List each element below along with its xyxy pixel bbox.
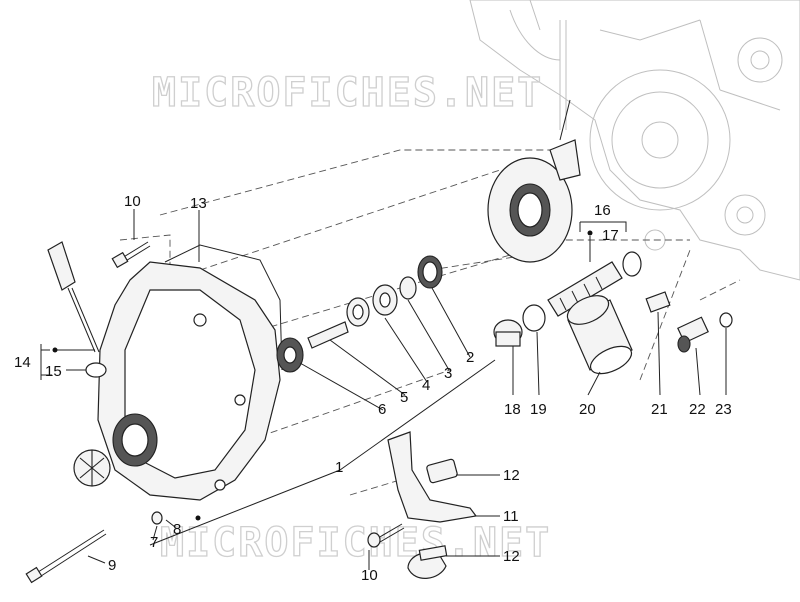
callout-5: 5 — [400, 389, 408, 406]
leader-lines — [66, 209, 727, 570]
callout-9: 9 — [108, 557, 116, 574]
callout-7: 7 — [150, 534, 158, 551]
callout-22: 22 — [689, 401, 706, 418]
callout-17: 17 — [602, 227, 619, 244]
water-pump-shaft-group — [276, 255, 443, 373]
bracket-11 — [387, 431, 478, 523]
crankcase-cover — [97, 244, 283, 501]
o-ring-15 — [85, 362, 107, 378]
callout-8: 8 — [173, 521, 181, 538]
callout-10-top: 10 — [124, 193, 141, 210]
watermark-top: MICROFICHES.NET — [152, 70, 543, 116]
callout-11: 11 — [503, 508, 519, 525]
callout-20: 20 — [579, 401, 596, 418]
callout-21: 21 — [651, 401, 668, 418]
callout-10-bottom: 10 — [361, 567, 378, 584]
callout-4: 4 — [422, 377, 430, 394]
callout-12-lower: 12 — [503, 548, 520, 565]
screw-7 — [151, 511, 163, 525]
callout-23: 23 — [715, 401, 732, 418]
callout-18: 18 — [504, 401, 521, 418]
callout-12-upper: 12 — [503, 467, 520, 484]
callout-dots — [52, 230, 593, 521]
clip-12-upper — [426, 458, 458, 484]
fitting-21 — [645, 291, 671, 313]
callout-labels: 1 2 3 4 5 6 7 8 9 10 10 11 12 12 13 14 1… — [14, 193, 732, 584]
callout-19: 19 — [530, 401, 547, 418]
oil-pressure-sensor — [677, 316, 709, 353]
stator-coil — [487, 99, 581, 263]
long-bolt-9 — [25, 529, 107, 584]
washer-23 — [719, 312, 733, 328]
oil-strainer — [547, 251, 642, 317]
oil-filter — [566, 295, 633, 375]
clip-12-lower — [407, 545, 448, 579]
water-pump-impeller — [73, 449, 111, 487]
callout-16: 16 — [594, 202, 611, 219]
bracket-lines — [40, 221, 627, 380]
dipstick — [47, 241, 100, 353]
watermark-bottom: MICROFICHES.NET — [160, 520, 551, 566]
callout-1: 1 — [335, 459, 343, 476]
bolt-10-top — [111, 241, 151, 269]
callout-14: 14 — [14, 354, 31, 371]
engine-block-background — [469, 0, 800, 281]
bolt-10-bottom — [367, 523, 405, 548]
o-ring-19 — [522, 304, 546, 332]
callout-15: 15 — [45, 363, 62, 380]
callout-3: 3 — [444, 365, 452, 382]
drain-plug — [493, 319, 523, 347]
callout-2: 2 — [466, 349, 474, 366]
callout-13: 13 — [190, 195, 207, 212]
callout-6: 6 — [378, 401, 386, 418]
